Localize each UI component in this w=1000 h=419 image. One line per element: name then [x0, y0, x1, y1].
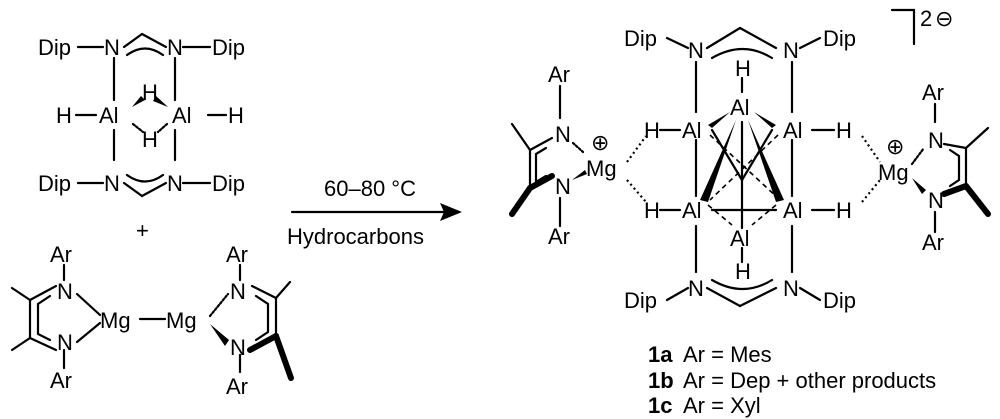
- right-magnesium-cation: Ar N Mg ⊕ N Ar: [878, 80, 991, 255]
- hydride-atom: H: [142, 127, 158, 152]
- aryl-label: Ar: [922, 230, 944, 255]
- aluminium-atom: Al: [783, 198, 803, 223]
- aluminium-atom: Al: [172, 103, 192, 128]
- nitrogen-atom: N: [57, 279, 73, 304]
- hydride-atom: H: [644, 198, 660, 223]
- hydride-atom: H: [836, 198, 852, 223]
- aluminium-atom: Al: [682, 198, 702, 223]
- magnesium-atom: Mg: [100, 308, 131, 333]
- aryl-label: Ar: [50, 368, 72, 393]
- nitrogen-atom: N: [688, 276, 704, 301]
- product-description: Ar = Xyl: [683, 393, 761, 418]
- cation-charge: ⊕: [591, 130, 609, 155]
- aluminium-atom: Al: [682, 118, 702, 143]
- hydride-atom: H: [735, 259, 751, 284]
- reaction-solvent: Hydrocarbons: [287, 224, 424, 249]
- nitrogen-atom: N: [928, 188, 944, 213]
- hydride-atom: H: [142, 80, 158, 105]
- nitrogen-atom: N: [167, 35, 183, 60]
- nitrogen-atom: N: [57, 330, 73, 355]
- nitrogen-atom: N: [555, 174, 571, 199]
- aryl-label: Ar: [548, 224, 570, 249]
- nitrogen-atom: N: [783, 276, 799, 301]
- aryl-label: Ar: [226, 374, 248, 399]
- aluminium-atom: Al: [99, 103, 119, 128]
- dip-label: Dip: [624, 288, 657, 313]
- nitrogen-atom: N: [688, 38, 704, 63]
- reactant-magnesium-dimer: Ar N Mg N Ar Mg Ar N N Ar: [10, 242, 294, 399]
- charge-number: 2: [920, 6, 932, 31]
- aluminium-atom: Al: [730, 95, 750, 120]
- aryl-label: Ar: [548, 62, 570, 87]
- dip-label: Dip: [38, 171, 71, 196]
- hydride-atom: H: [56, 103, 72, 128]
- magnesium-atom: Mg: [586, 156, 617, 181]
- product-legend: 1a Ar = Mes 1b Ar = Dep + other products…: [648, 342, 936, 418]
- plus-sign: +: [136, 218, 149, 243]
- nitrogen-atom: N: [167, 171, 183, 196]
- product-id: 1b: [648, 368, 674, 393]
- nitrogen-atom: N: [104, 35, 120, 60]
- charge-sign: ⊖: [935, 6, 953, 31]
- dip-label: Dip: [823, 26, 856, 51]
- dip-label: Dip: [212, 35, 245, 60]
- nitrogen-atom: N: [230, 279, 246, 304]
- aryl-label: Ar: [922, 80, 944, 105]
- reaction-arrow: [290, 203, 462, 221]
- product-id: 1a: [648, 342, 673, 367]
- reactant-aluminium-hydride-dimer: Dip N N Dip H Al H H Al H Dip N N Dip: [38, 32, 245, 198]
- product-description: Ar = Mes: [683, 342, 772, 367]
- dip-label: Dip: [38, 35, 71, 60]
- aluminium-atom: Al: [730, 226, 750, 251]
- nitrogen-atom: N: [104, 171, 120, 196]
- magnesium-atom: Mg: [166, 308, 197, 333]
- nitrogen-atom: N: [555, 122, 571, 147]
- aluminium-atom: Al: [783, 118, 803, 143]
- product-dianion: Dip N N Dip 2 ⊖ H Al H Al Al H H Al Al H…: [624, 6, 953, 313]
- hydride-atom: H: [644, 118, 660, 143]
- hydride-atom: H: [228, 103, 244, 128]
- aryl-label: Ar: [226, 242, 248, 267]
- cation-charge: ⊕: [886, 134, 904, 159]
- dip-label: Dip: [823, 288, 856, 313]
- nitrogen-atom: N: [230, 335, 246, 360]
- magnesium-atom: Mg: [878, 160, 909, 185]
- product-id: 1c: [648, 393, 672, 418]
- aryl-label: Ar: [50, 242, 72, 267]
- left-magnesium-cation: Ar N Mg ⊕ N Ar: [509, 62, 617, 249]
- hydride-atom: H: [836, 118, 852, 143]
- nitrogen-atom: N: [783, 38, 799, 63]
- dip-label: Dip: [212, 171, 245, 196]
- hydride-atom: H: [735, 56, 751, 81]
- reaction-temperature: 60–80 °C: [324, 176, 416, 201]
- nitrogen-atom: N: [928, 128, 944, 153]
- product-description: Ar = Dep + other products: [683, 368, 936, 393]
- dip-label: Dip: [624, 26, 657, 51]
